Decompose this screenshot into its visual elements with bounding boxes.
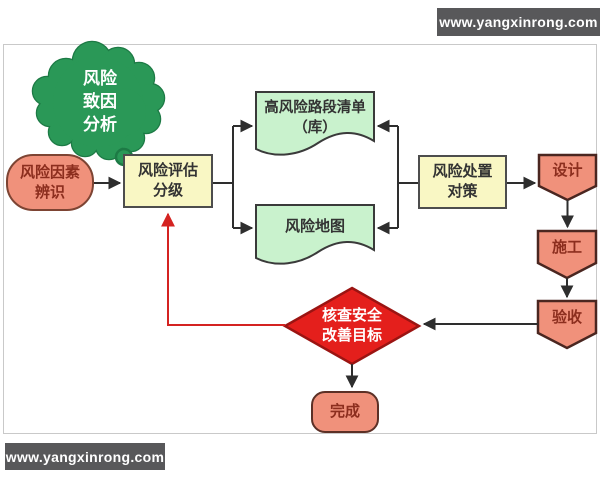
- flow-connectors: [94, 119, 574, 389]
- high-risk-list-document-shape: [255, 91, 375, 156]
- risk-treatment-label: 风险处置 对策: [432, 163, 493, 200]
- watermark-bottom: www.yangxinrong.com: [5, 443, 165, 470]
- risk-factors-label: 风险因素 辨识: [19, 163, 80, 201]
- design-pentagon-shape: [537, 153, 598, 202]
- node-risk-factors: 风险因素 辨识: [6, 154, 94, 211]
- done-label: 完成: [329, 403, 360, 420]
- feedback-connector: [161, 212, 285, 326]
- risk-map-document-shape: [255, 204, 375, 265]
- thought-cloud-shape: [31, 40, 166, 176]
- construction-pentagon-shape: [536, 229, 598, 280]
- node-risk-treatment: 风险处置 对策: [418, 155, 507, 209]
- risk-assessment-label: 风险评估 分级: [137, 162, 198, 199]
- acceptance-pentagon-shape: [536, 299, 598, 350]
- node-risk-assessment: 风险评估 分级: [123, 154, 213, 208]
- check-goal-diamond-shape: [282, 286, 422, 366]
- watermark-top: www.yangxinrong.com: [437, 8, 600, 36]
- node-done: 完成: [311, 391, 379, 433]
